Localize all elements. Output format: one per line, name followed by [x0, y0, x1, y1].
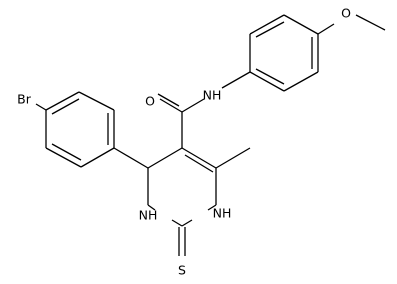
ring-nh-left-label: NH: [139, 208, 158, 223]
carboxamide-group: [157, 93, 205, 148]
methyl-bond: [215, 147, 251, 169]
thione-bond: [178, 227, 186, 256]
methoxyphenyl-ring: [249, 14, 319, 92]
c-br-bond: [35, 103, 47, 111]
sulfur-label: S: [178, 263, 186, 278]
ring-nh-right-label: NH: [213, 206, 232, 221]
bromophenyl-ring: [45, 91, 115, 168]
amide-nh-label: NH: [203, 88, 222, 103]
bromine-label: Br: [17, 92, 32, 107]
carbonyl-oxygen-label: O: [145, 94, 155, 109]
pyrimidine-ring: [113, 147, 217, 227]
methoxy-oxygen-label: O: [341, 6, 351, 21]
n-aryl-bond: [221, 71, 251, 89]
methoxy-group: [317, 14, 386, 35]
